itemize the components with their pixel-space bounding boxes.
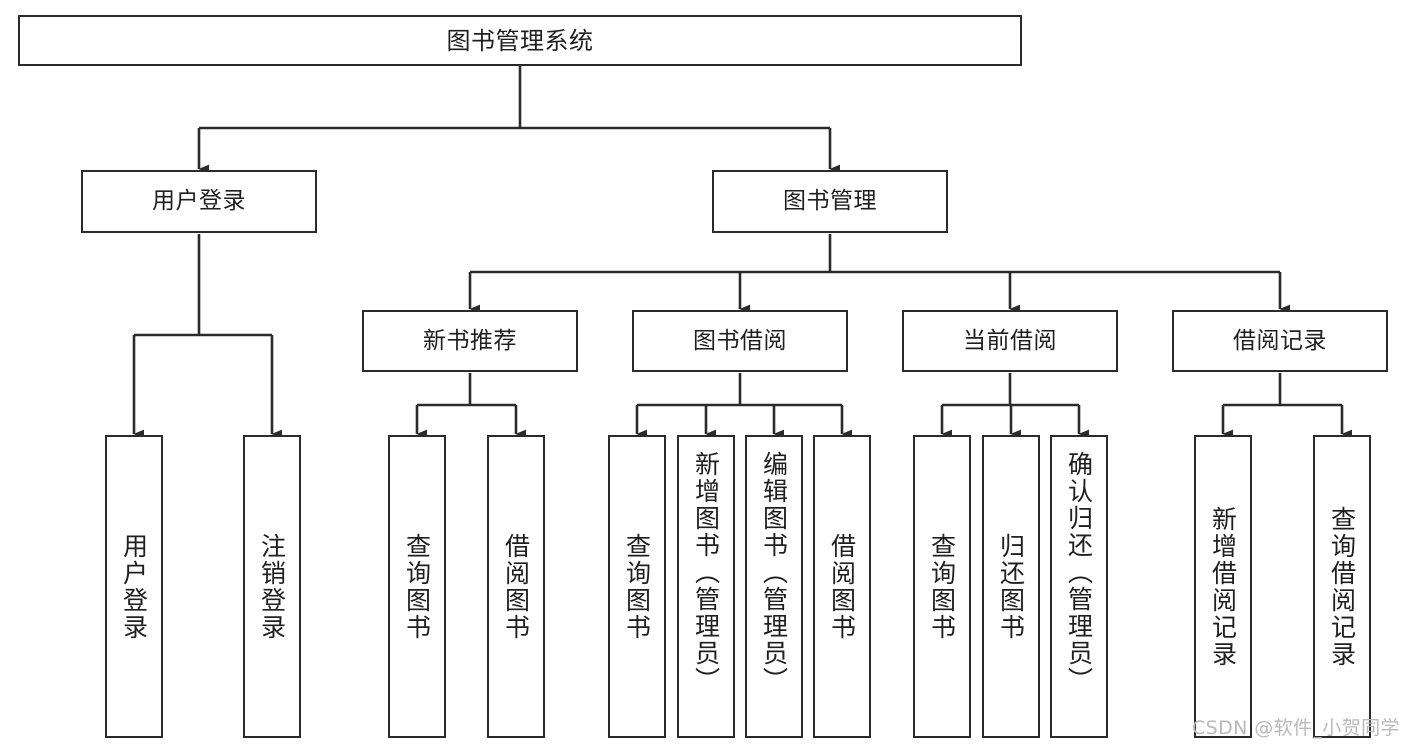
node-label: 图书管理: [783, 188, 877, 214]
leaf-query-book-current[interactable]: 查询图书: [913, 435, 971, 738]
leaf-edit-book-admin[interactable]: 编辑图书（管理员）: [745, 435, 803, 738]
node-book-management[interactable]: 图书管理: [712, 170, 948, 233]
node-label: 编辑图书（管理员）: [759, 451, 789, 694]
node-label: 归还图书: [996, 532, 1026, 641]
leaf-confirm-return-admin[interactable]: 确认归还（管理员）: [1050, 435, 1108, 738]
node-new-book-recommendation[interactable]: 新书推荐: [362, 310, 578, 372]
node-label: 查询图书: [927, 532, 957, 641]
node-book-borrowing[interactable]: 图书借阅: [632, 310, 848, 372]
node-root-book-management-system[interactable]: 图书管理系统: [18, 15, 1022, 66]
leaf-return-book[interactable]: 归还图书: [982, 435, 1040, 738]
node-label: 注销登录: [257, 532, 287, 641]
node-label: 查询图书: [402, 532, 432, 641]
leaf-add-borrow-record[interactable]: 新增借阅记录: [1194, 435, 1252, 738]
node-borrow-records[interactable]: 借阅记录: [1172, 310, 1388, 372]
node-label: 图书管理系统: [446, 26, 594, 55]
node-label: 新增借阅记录: [1208, 505, 1238, 668]
leaf-borrow-book-new[interactable]: 借阅图书: [487, 435, 545, 738]
node-label: 图书借阅: [693, 327, 787, 354]
node-label: 新增图书（管理员）: [691, 451, 721, 694]
node-label: 用户登录: [152, 188, 246, 214]
csdn-watermark: CSDN @软件_小贺同学: [1192, 717, 1400, 739]
node-user-login[interactable]: 用户登录: [81, 170, 317, 233]
node-label: 借阅图书: [501, 532, 531, 641]
leaf-borrow-book[interactable]: 借阅图书: [813, 435, 871, 738]
node-label: 新书推荐: [423, 327, 517, 354]
leaf-query-borrow-record[interactable]: 查询借阅记录: [1313, 435, 1371, 738]
node-current-borrowing[interactable]: 当前借阅: [902, 310, 1118, 372]
node-label: 查询图书: [622, 532, 652, 641]
node-label: 借阅记录: [1233, 327, 1327, 354]
leaf-query-book-new[interactable]: 查询图书: [388, 435, 446, 738]
leaf-logout[interactable]: 注销登录: [243, 435, 301, 738]
node-label: 确认归还（管理员）: [1064, 451, 1094, 694]
leaf-add-book-admin[interactable]: 新增图书（管理员）: [677, 435, 735, 738]
node-label: 查询借阅记录: [1327, 505, 1357, 668]
leaf-user-login[interactable]: 用户登录: [105, 435, 163, 738]
node-label: 当前借阅: [963, 327, 1057, 354]
leaf-query-book-borrow[interactable]: 查询图书: [608, 435, 666, 738]
node-label: 借阅图书: [827, 532, 857, 641]
node-label: 用户登录: [119, 532, 149, 641]
